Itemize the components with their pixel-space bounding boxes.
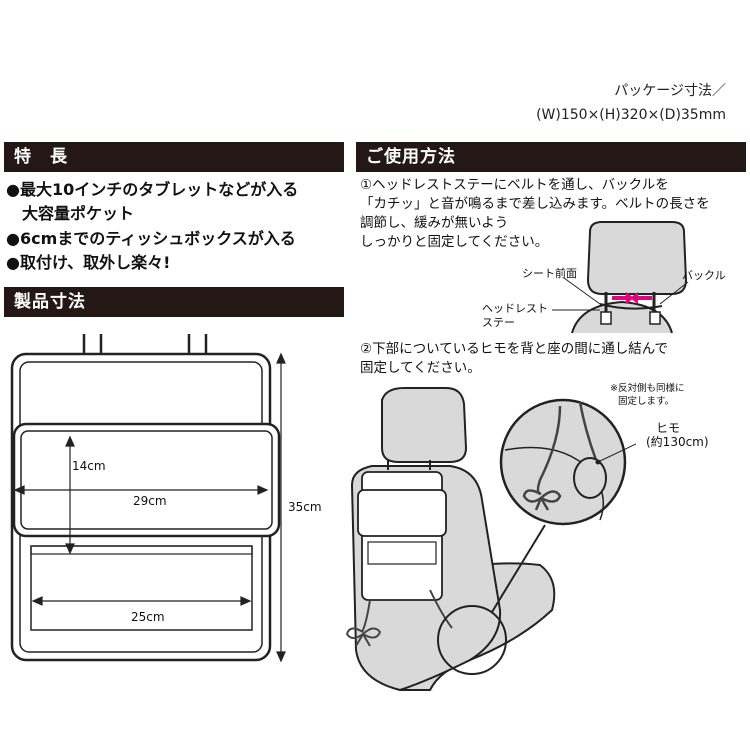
usage-step1-line1: ①ヘッドレストステーにベルトを通し、バックルを xyxy=(360,177,669,193)
dim-35cm-line xyxy=(276,352,286,663)
note-line-1: ※反対側も同様に xyxy=(610,383,685,394)
dim-29cm-label: 29cm xyxy=(131,494,169,508)
feature-item-1-cont: 大容量ポケット xyxy=(6,204,135,223)
usage-step2-line1: ②下部についているヒモを背と座の間に通し結んで xyxy=(360,341,669,357)
note-line-2: 固定します。 xyxy=(618,396,675,407)
bow-large-icon xyxy=(522,489,562,511)
package-size-dims: (W)150×(H)320×(D)35mm xyxy=(536,107,726,123)
cord-label-2: (約130cm) xyxy=(646,435,709,449)
tablet-pocket xyxy=(12,422,281,538)
bow-icon xyxy=(345,627,382,647)
dimensions-header: 製品寸法 xyxy=(4,287,344,317)
dim-25cm-line xyxy=(31,596,252,606)
cord-label-1: ヒモ xyxy=(656,421,681,435)
dim-25cm-label: 25cm xyxy=(131,610,165,624)
label-seat-front: シート前面 xyxy=(522,267,577,280)
label-headrest-stay-1: ヘッドレスト xyxy=(482,302,548,315)
label-buckle: バックル xyxy=(682,269,726,282)
dim-14cm-label: 14cm xyxy=(72,459,106,473)
zoom-circle-small xyxy=(437,605,507,675)
features-header: 特 長 xyxy=(4,142,344,172)
usage-step1-line3: 調節し、緩みが無いよう xyxy=(360,215,509,231)
usage-step2-line2: 固定してください。 xyxy=(360,360,481,376)
hook-left xyxy=(82,334,103,355)
feature-item-1: ●最大10インチのタブレットなどが入る xyxy=(6,180,299,199)
label-headrest-stay-2: ステー xyxy=(482,316,515,329)
feature-item-2: ●6cmまでのティッシュボックスが入る xyxy=(6,229,296,248)
usage-step1-line4: しっかりと固定してください。 xyxy=(360,234,549,250)
zoom-circle-large xyxy=(499,398,627,526)
usage-step1-line2: 「カチッ」と音が鳴るまで差し込みます。ベルトの長さを xyxy=(360,196,710,212)
dim-29cm-line xyxy=(13,485,269,495)
hook-right xyxy=(187,334,208,355)
usage-header: ご使用方法 xyxy=(356,142,746,172)
dim-14cm-line xyxy=(65,435,75,555)
feature-item-3: ●取付け、取外し楽々! xyxy=(6,253,171,272)
arrow-left-icon xyxy=(630,292,652,304)
dim-35cm-label: 35cm xyxy=(288,500,322,514)
package-size-label: パッケージ寸法／ xyxy=(614,83,726,99)
